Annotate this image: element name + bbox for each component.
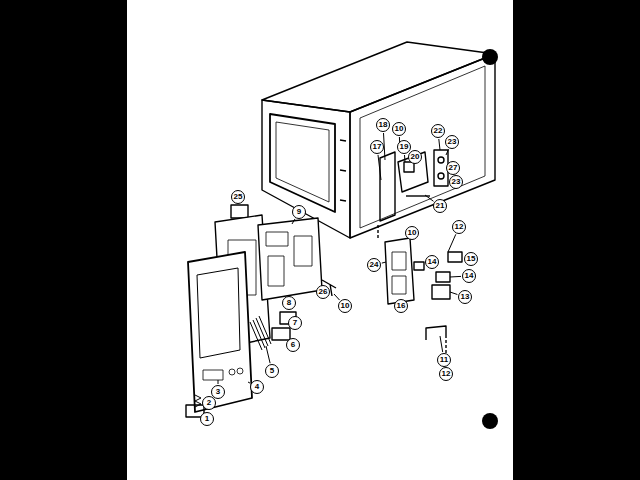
leader-line	[446, 149, 449, 155]
callout-number: 12	[439, 367, 453, 381]
callout-number: 13	[458, 290, 472, 304]
callout-number: 17	[370, 140, 384, 154]
callout-number: 7	[288, 316, 302, 330]
callout-number: 24	[367, 258, 381, 272]
leader-line	[292, 219, 295, 224]
callout-number: 21	[433, 199, 447, 213]
callout-number: 10	[405, 226, 419, 240]
oven-opening-inner	[276, 122, 329, 202]
leader-line	[218, 380, 219, 384]
bezel-button	[237, 368, 243, 374]
callout-number: 8	[282, 296, 296, 310]
callout-number: 5	[265, 364, 279, 378]
assembly-line	[377, 225, 378, 240]
screw	[438, 157, 444, 163]
board-chip	[266, 232, 288, 246]
interlock-switch	[392, 276, 406, 294]
callout-number: 10	[338, 299, 352, 313]
touch-panel-window	[197, 268, 240, 358]
callout-number: 23	[449, 175, 463, 189]
hinge-slot	[340, 170, 346, 171]
cabinet-top	[262, 42, 495, 112]
connector	[272, 328, 290, 340]
callout-number: 18	[376, 118, 390, 132]
switch-holder	[385, 238, 414, 304]
board-relay	[294, 236, 312, 266]
callout-number: 6	[286, 338, 300, 352]
circuit-board	[258, 218, 322, 300]
callout-number: 27	[446, 161, 460, 175]
leader-line	[425, 195, 434, 201]
callout-number: 4	[250, 380, 264, 394]
callout-number: 23	[445, 135, 459, 149]
punch-hole	[482, 413, 498, 429]
leader-line	[448, 234, 456, 252]
callout-number: 20	[408, 150, 422, 164]
latch-bracket	[380, 152, 395, 221]
callout-number: 9	[292, 205, 306, 219]
leader-line	[439, 139, 440, 150]
callout-number: 1	[200, 412, 214, 426]
control-bezel	[188, 252, 252, 412]
hinge-slot	[340, 140, 346, 141]
interlock-switch	[392, 252, 406, 270]
leader-line	[450, 276, 461, 278]
switch	[448, 252, 462, 262]
leader-line	[334, 294, 340, 300]
callout-number: 26	[316, 285, 330, 299]
callout-number: 11	[437, 353, 451, 367]
ribbon-wires	[250, 316, 271, 350]
cabinet-front	[262, 100, 350, 238]
screw	[438, 173, 444, 179]
board-chip	[268, 256, 284, 286]
cabinet-side-inner	[360, 66, 485, 228]
callout-number: 2	[202, 396, 216, 410]
leader-line	[248, 382, 250, 383]
bezel-button	[229, 369, 235, 375]
callout-number: 16	[394, 299, 408, 313]
callout-number: 10	[392, 122, 406, 136]
leader-line	[450, 292, 457, 295]
page-ground	[127, 0, 513, 480]
switch-bracket	[426, 326, 446, 340]
callout-number: 22	[431, 124, 445, 138]
leader-line	[382, 262, 386, 263]
window-label	[231, 205, 248, 218]
switch	[436, 272, 450, 282]
leader-line	[440, 336, 443, 352]
leader-line	[266, 346, 270, 363]
callout-number: 25	[231, 190, 245, 204]
cabinet-side	[350, 54, 495, 238]
callout-number: 14	[425, 255, 439, 269]
callout-number: 12	[452, 220, 466, 234]
callout-number: 14	[462, 269, 476, 283]
callout-number: 15	[464, 252, 478, 266]
switch-actuator	[414, 262, 424, 270]
leader-line	[378, 155, 381, 180]
leader-line	[404, 155, 406, 162]
hinge-slot	[340, 200, 346, 201]
button-spring	[195, 395, 201, 407]
switch	[432, 285, 450, 299]
bezel-badge	[203, 370, 223, 380]
oven-opening	[270, 114, 335, 212]
